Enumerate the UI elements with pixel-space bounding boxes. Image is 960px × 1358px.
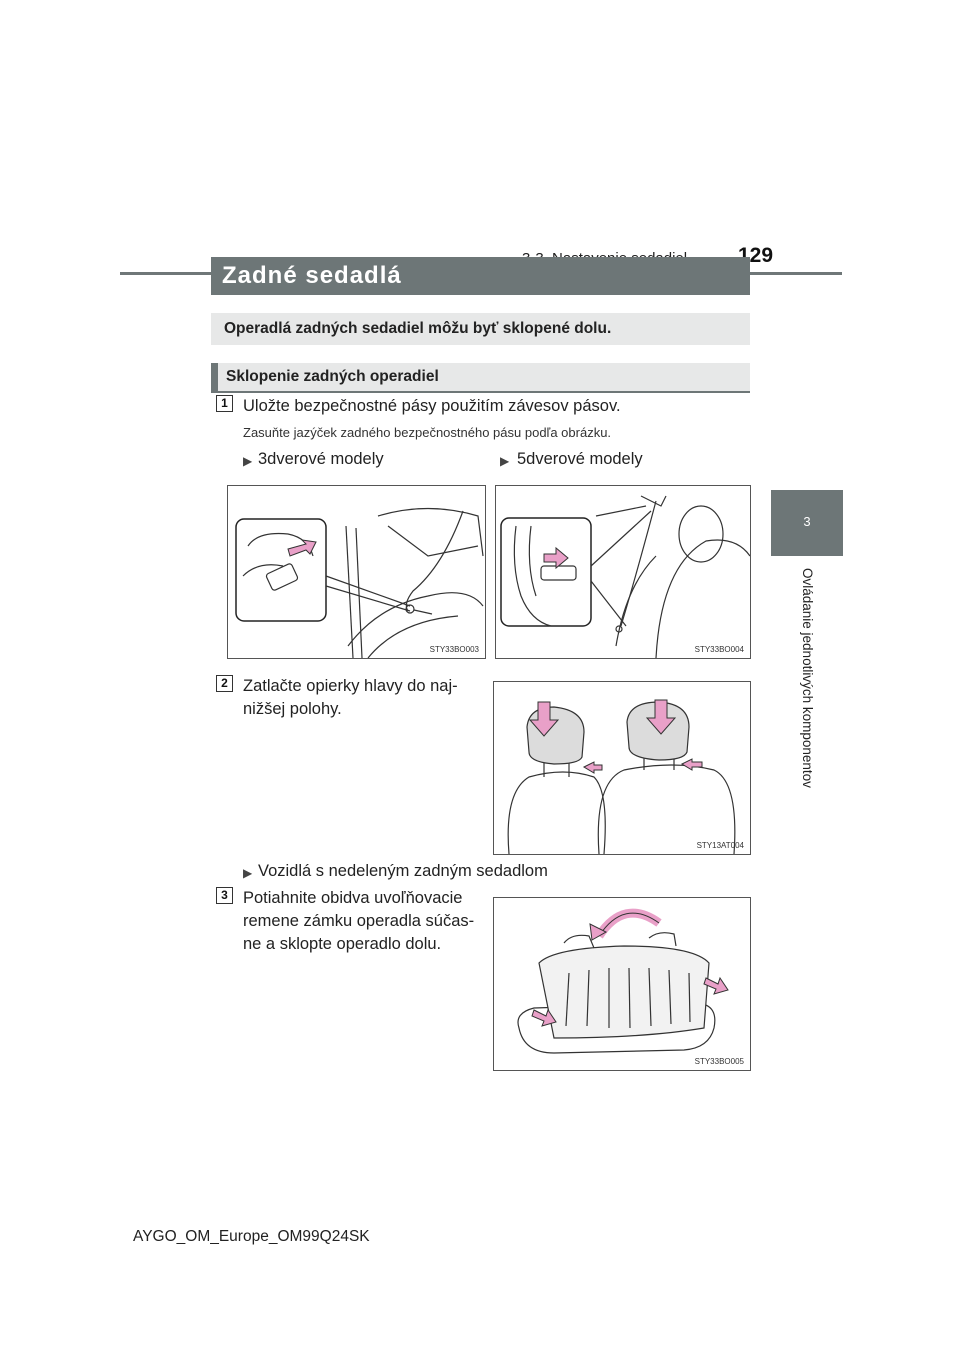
chapter-number: 3	[803, 514, 811, 529]
title-bar	[211, 257, 750, 295]
step-1-marker: 1	[216, 395, 233, 412]
figure-code: STY13AT004	[696, 841, 744, 850]
footer-doc-id: AYGO_OM_Europe_OM99Q24SK	[133, 1228, 370, 1245]
subsection-bar	[211, 363, 750, 393]
figure-code: STY33BO004	[694, 645, 744, 654]
variant-three-door: 3dverové modely	[258, 450, 384, 468]
step-2-line-1: Zatlačte opierky hlavy do naj-	[243, 677, 458, 695]
step-3-marker: 3	[216, 887, 233, 904]
triangle-bullet-icon: ▶	[243, 454, 253, 468]
variant-five-door: 5dverové modely	[517, 450, 643, 468]
figure-fold-seatback: STY33BO005	[493, 897, 751, 1071]
subsection-marker	[211, 363, 218, 393]
step-3-line-2: remene zámku operadla súčas-	[243, 912, 475, 930]
step-1-text: Uložte bezpečnostné pásy použitím záveso…	[243, 397, 621, 415]
triangle-bullet-icon: ▶	[243, 866, 253, 880]
figure-five-door: STY33BO004	[495, 485, 751, 659]
figure-three-door: STY33BO003	[227, 485, 486, 659]
triangle-bullet-icon: ▶	[500, 454, 510, 468]
step-2-marker: 2	[216, 675, 233, 692]
figure-headrests: STY13AT004	[493, 681, 751, 855]
intro-text: Operadlá zadných sedadiel môžu byť sklop…	[224, 320, 612, 337]
page-title: Zadné sedadlá	[222, 262, 402, 289]
variant-undivided: Vozidlá s nedeleným zadným sedadlom	[258, 862, 548, 880]
chapter-tab	[771, 490, 843, 556]
step-3-line-3: ne a sklopte operadlo dolu.	[243, 935, 442, 953]
figure-code: STY33BO005	[694, 1057, 744, 1066]
step-1-note: Zasuňte jazýček zadného bezpečnostného p…	[243, 425, 612, 440]
figure-code: STY33BO003	[429, 645, 479, 654]
chapter-label: Ovládanie jednotlivých komponentov	[800, 568, 815, 788]
intro-bar	[211, 313, 750, 345]
step-2-line-2: nižšej polohy.	[243, 700, 342, 718]
subsection-title: Sklopenie zadných operadiel	[226, 368, 439, 385]
step-3-line-1: Potiahnite obidva uvoľňovacie	[243, 889, 463, 907]
